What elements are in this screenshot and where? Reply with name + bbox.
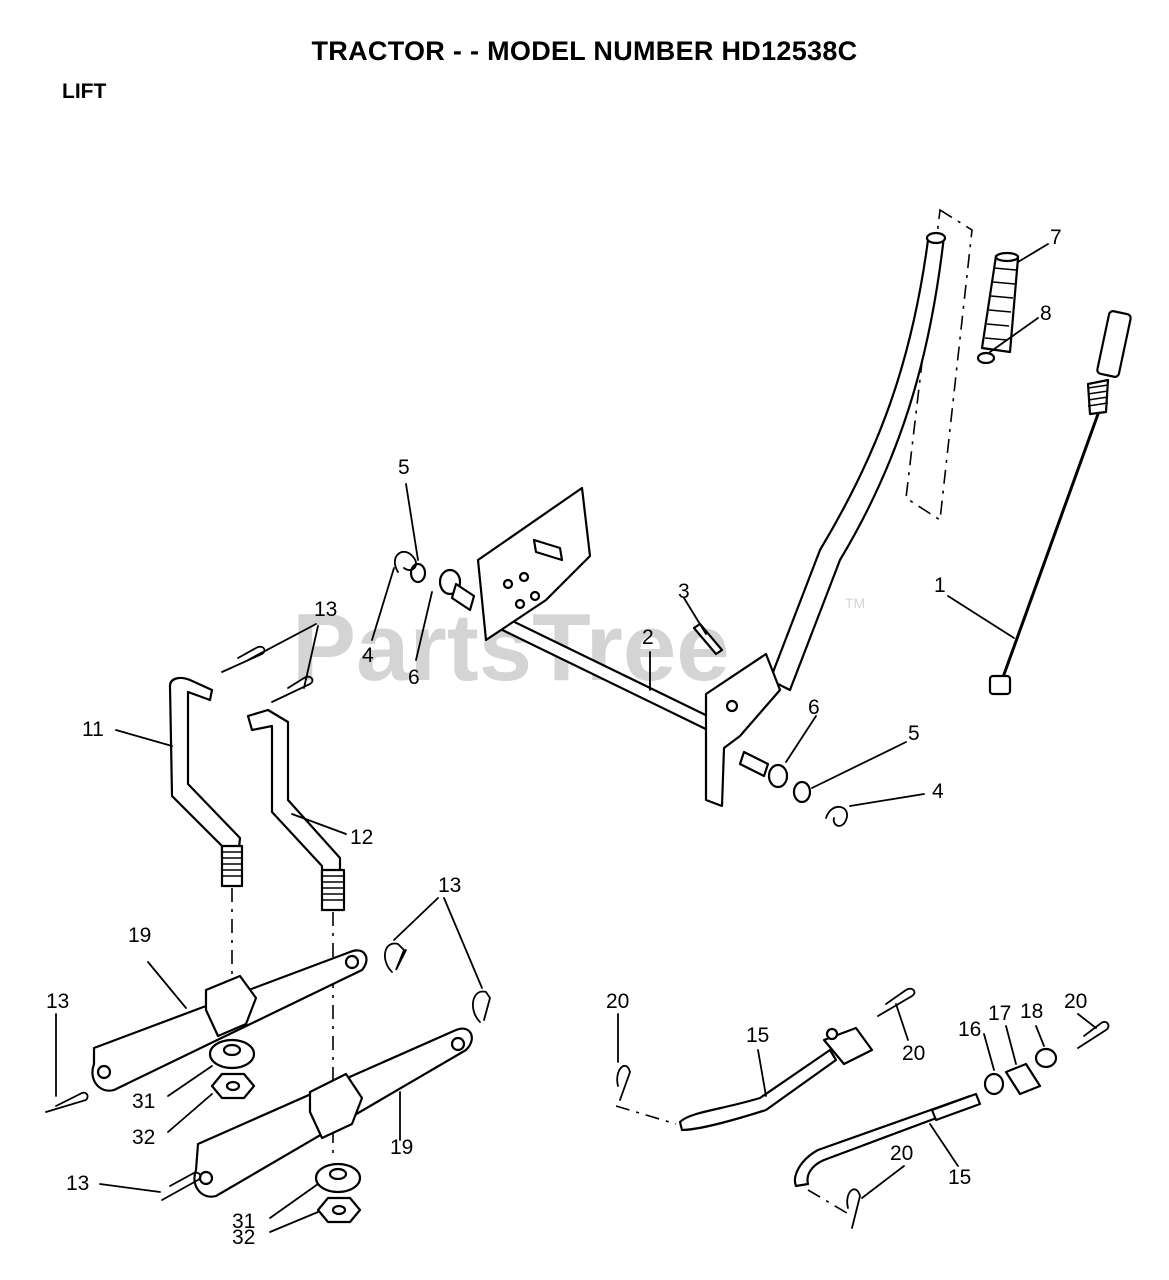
part-3-key xyxy=(692,622,724,656)
callout-6: 6 xyxy=(808,696,820,719)
part-32-nut-upper xyxy=(210,1072,256,1100)
callout-15: 15 xyxy=(948,1166,971,1189)
callout-16: 16 xyxy=(958,1018,981,1041)
part-31-bushing-lower xyxy=(314,1162,362,1194)
callout-3: 3 xyxy=(678,580,690,603)
callout-15: 15 xyxy=(746,1024,769,1047)
section-subtitle: LIFT xyxy=(62,80,107,103)
part-6-bushing-left xyxy=(438,568,476,612)
callout-13: 13 xyxy=(314,598,337,621)
part-20-hairpin-d xyxy=(846,1188,861,1229)
rod-connector xyxy=(822,1026,874,1066)
lever-extension-outline xyxy=(905,208,973,522)
callout-6: 6 xyxy=(408,666,420,689)
part-13-hairpin-upper-a xyxy=(221,645,266,673)
part-19-lift-arm-lower xyxy=(193,1027,473,1198)
part-19-lift-arm-upper xyxy=(91,949,368,1092)
part-13-hairpin-mid-b xyxy=(472,990,491,1023)
part-13-hairpin-left xyxy=(45,1091,89,1113)
part-4-clip-left xyxy=(393,551,417,573)
part-5-washer-left xyxy=(409,562,427,584)
part-1-lift-rod xyxy=(988,310,1132,696)
callout-13: 13 xyxy=(438,874,461,897)
callout-2: 2 xyxy=(642,626,654,649)
callout-32: 32 xyxy=(232,1226,255,1249)
part-31-bushing-upper xyxy=(208,1038,256,1070)
callout-5: 5 xyxy=(398,456,410,479)
part-12-lift-link xyxy=(246,708,346,1160)
callout-4: 4 xyxy=(362,644,374,667)
part-5-washer-right xyxy=(792,780,812,804)
part-32-nut-lower xyxy=(316,1196,362,1224)
callout-1: 1 xyxy=(934,574,946,597)
callout-31: 31 xyxy=(132,1090,155,1113)
callout-7: 7 xyxy=(1050,226,1062,249)
part-20-hairpin-c xyxy=(1077,1020,1110,1049)
lift-lever xyxy=(768,231,947,692)
callout-8: 8 xyxy=(1040,302,1052,325)
callout-19: 19 xyxy=(390,1136,413,1159)
part-16-spacer xyxy=(983,1072,1005,1096)
page-title: TRACTOR - - MODEL NUMBER HD12538C xyxy=(311,36,858,66)
callout-12: 12 xyxy=(350,826,373,849)
part-15-rod-lower xyxy=(793,1092,982,1217)
callout-20: 20 xyxy=(1064,990,1087,1013)
part-6-bushing-right xyxy=(738,750,789,789)
callout-20: 20 xyxy=(902,1042,925,1065)
callout-20: 20 xyxy=(606,990,629,1013)
callout-20: 20 xyxy=(890,1142,913,1165)
callout-numbers: 7 8 5 3 2 1 4 6 13 11 12 6 5 4 13 19 13 … xyxy=(46,226,1087,1249)
callout-17: 17 xyxy=(988,1002,1011,1025)
part-13-hairpin-bottom xyxy=(161,1171,202,1201)
callout-32: 32 xyxy=(132,1126,155,1149)
watermark-tm: TM xyxy=(845,595,865,611)
part-20-hairpin-b xyxy=(877,987,916,1017)
callout-18: 18 xyxy=(1020,1000,1043,1023)
part-4-clip-right xyxy=(825,806,848,827)
callout-5: 5 xyxy=(908,722,920,745)
part-8-insert xyxy=(976,351,996,365)
part-13-hairpin-upper-b xyxy=(271,675,314,703)
leader-lines xyxy=(55,243,1097,1233)
part-20-hairpin-a xyxy=(616,1065,631,1101)
part-11-lift-link xyxy=(168,676,244,990)
part-18-nut xyxy=(1034,1047,1058,1069)
part-7-grip xyxy=(980,251,1020,354)
part-17-block xyxy=(1004,1062,1042,1096)
lever-bracket xyxy=(704,652,782,808)
callout-31: 31 xyxy=(232,1210,255,1233)
mounting-plate xyxy=(476,486,592,642)
callout-19: 19 xyxy=(128,924,151,947)
callout-11: 11 xyxy=(82,718,104,741)
part-15-rod-upper xyxy=(615,1048,838,1132)
callout-13: 13 xyxy=(46,990,69,1013)
callout-13: 13 xyxy=(66,1172,89,1195)
callout-4: 4 xyxy=(932,780,944,803)
part-13-hairpin-mid-a xyxy=(384,942,407,973)
